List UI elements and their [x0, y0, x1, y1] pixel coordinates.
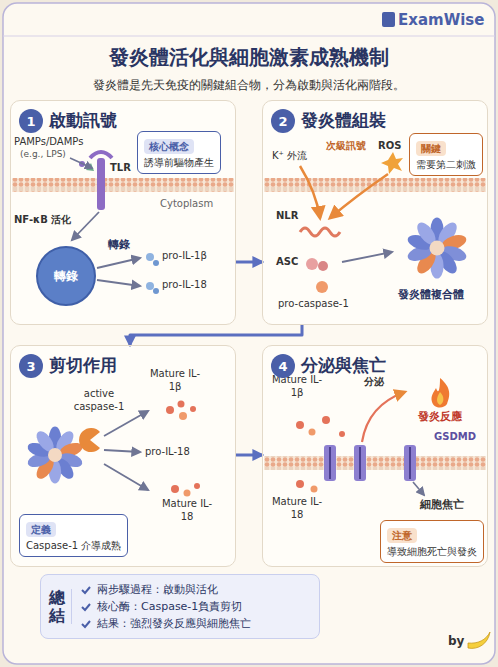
- callout-tag: 注意: [387, 528, 417, 543]
- part-label: GSDMD: [434, 431, 476, 444]
- part-label: TLR: [110, 162, 131, 175]
- inflammasome-figure: [406, 217, 468, 278]
- part-label: 次級訊號: [326, 140, 366, 153]
- part-label: pro-IL-1β: [162, 250, 207, 263]
- step-panel: 剪切作用 3 定義 Caspase-1 介導成熟: [10, 345, 236, 567]
- part-label: PAMPs/DAMPs: [14, 136, 83, 149]
- part-label: 轉錄: [108, 238, 130, 252]
- part-label: Mature IL-18: [268, 496, 326, 521]
- callout-text: 誘導前驅物產生: [144, 156, 214, 169]
- part-label: active caspase-1: [64, 388, 134, 413]
- part-label: 分泌: [364, 376, 384, 389]
- callout-text: 需要第二刺激: [416, 158, 476, 171]
- summary-list: 兩步驟過程：啟動與活化核心酶：Caspase-1負責剪切結果：強烈發炎反應與細胞…: [80, 581, 251, 632]
- part-label: NLR: [276, 210, 298, 223]
- step-number: 3: [19, 354, 43, 378]
- callout-tag: 關鍵: [416, 141, 446, 156]
- part-label: Mature IL-1β: [146, 368, 204, 393]
- flow-arrow: [236, 454, 262, 457]
- step-heading: 剪切作用: [49, 354, 117, 376]
- check-stroke: [82, 587, 90, 593]
- number-text: 3: [26, 359, 35, 374]
- summary-text: 核心酶：Caspase-1負責剪切: [97, 598, 242, 615]
- summary-item: 兩步驟過程：啟動與活化: [80, 581, 251, 598]
- callout-box: 定義 Caspase-1 介導成熟: [19, 514, 128, 557]
- subtitle: 發炎體是先天免疫的關鍵組合物，分為啟動與活化兩階段。: [0, 78, 498, 93]
- callout-box: 核心概念誘導前驅物產生: [137, 131, 221, 174]
- step-heading: 分泌與焦亡: [301, 354, 386, 376]
- part-label: Mature IL-18: [158, 498, 216, 523]
- brand-name: ExamWise: [398, 11, 484, 30]
- part-label: by: [448, 634, 464, 649]
- callout-text: Caspase-1 介導成熟: [26, 539, 121, 552]
- part-label: pro-caspase-1: [278, 298, 349, 311]
- nucleus-circle: 轉錄: [36, 246, 96, 306]
- step-number: 2: [271, 109, 295, 133]
- summary-heading: 總結: [49, 589, 72, 624]
- summary-item: 結果：強烈發炎反應與細胞焦亡: [80, 615, 251, 632]
- check-mark: [80, 601, 92, 613]
- part-label: K⁺ 外流: [272, 150, 307, 163]
- callout-text: 導致細胞死亡與發炎: [387, 545, 477, 558]
- check-mark: [80, 618, 92, 630]
- number-text: 2: [278, 114, 287, 129]
- step-panel: 啟動訊號 1 核心概念誘導前驅物產生轉錄: [10, 100, 236, 325]
- part-label: 細胞焦亡: [420, 498, 464, 512]
- part-label: 發炎體複合體: [398, 288, 464, 302]
- number-text: 4: [278, 359, 287, 374]
- number-text: 1: [26, 114, 35, 129]
- part-label: ASC: [276, 256, 298, 269]
- check-stroke: [82, 604, 90, 610]
- step-panel: 發炎體組裝 2 關鍵需要第二刺激: [262, 100, 488, 325]
- part-label: 發炎反應: [418, 410, 462, 424]
- summary-item: 核心酶：Caspase-1負責剪切: [80, 598, 251, 615]
- step-number: 4: [271, 354, 295, 378]
- step-panel: 分泌與焦亡 4 注意導致細胞死亡與發炎: [262, 345, 488, 567]
- step-heading: 發炎體組裝: [301, 109, 386, 131]
- callout-tag: 定義: [26, 522, 56, 537]
- part-label: NF-κB 活化: [14, 214, 71, 227]
- part-label: ROS: [378, 140, 401, 153]
- summary-box: 總結兩步驟過程：啟動與活化核心酶：Caspase-1負責剪切結果：強烈發炎反應與…: [40, 574, 320, 639]
- flow-arrow: [130, 325, 302, 345]
- check-mark: [80, 584, 92, 596]
- flow-arrow: [236, 261, 262, 264]
- part-label: Cytoplasm: [160, 198, 213, 211]
- diagram-title: 發炎體活化與細胞激素成熟機制: [0, 44, 498, 71]
- summary-text: 結果：強烈發炎反應與細胞焦亡: [97, 615, 251, 632]
- inflammasome-figure: [26, 426, 84, 483]
- step-heading: 啟動訊號: [49, 109, 117, 131]
- step-number: 1: [19, 109, 43, 133]
- part-label: pro-IL-18: [145, 446, 190, 459]
- nucleus-text: 轉錄: [54, 268, 78, 285]
- part-label: pro-IL-18: [162, 279, 207, 292]
- part-label: (e.g., LPS): [20, 149, 66, 160]
- part-label: Mature IL-1β: [268, 374, 326, 399]
- callout-box: 關鍵需要第二刺激: [409, 133, 483, 176]
- summary-text: 兩步驟過程：啟動與活化: [97, 581, 218, 598]
- callout-box: 注意導致細胞死亡與發炎: [380, 520, 484, 563]
- callout-tag: 核心概念: [144, 139, 194, 154]
- check-stroke: [82, 621, 90, 627]
